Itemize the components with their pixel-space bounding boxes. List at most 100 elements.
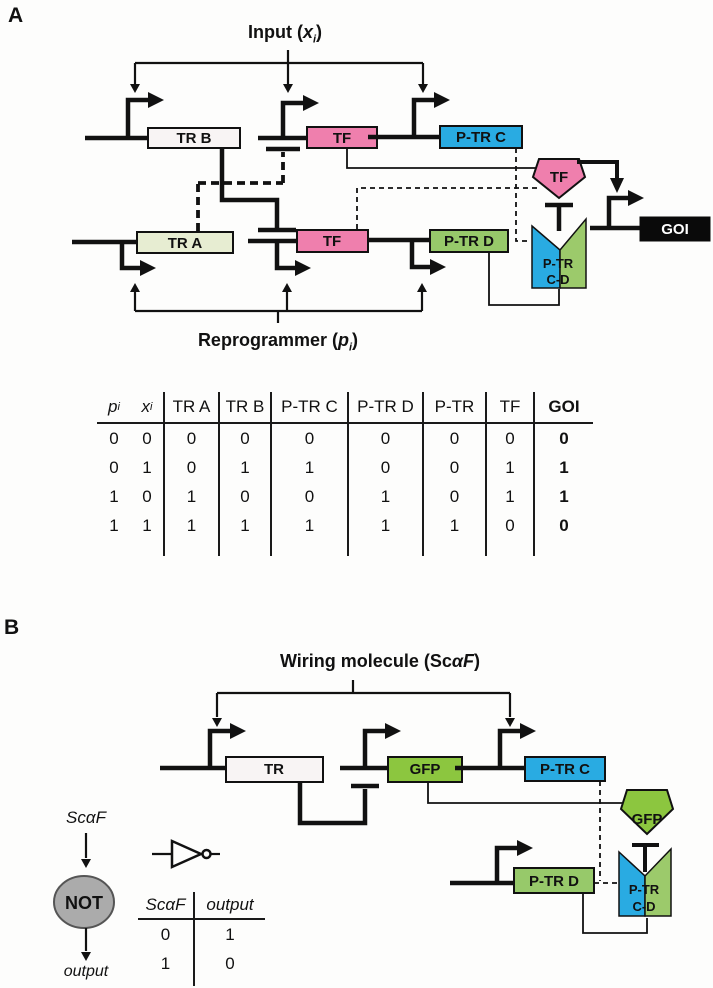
not-circle-icon: [53, 875, 115, 929]
not-gate-motif: NOT: [53, 833, 115, 961]
link-p-tr-c-to-complex-b: [594, 781, 617, 884]
promoter-icon: [280, 100, 303, 138]
reprogrammer-title: Reprogrammer (pi): [197, 330, 359, 354]
promoter-arrowhead-icon: [140, 260, 156, 276]
table-cell: 0: [347, 453, 422, 482]
repression-trb-to-tf-bottom: [219, 148, 296, 233]
promoter-icon: [409, 240, 430, 270]
table-cell: 1: [270, 453, 347, 482]
table-cell: 1: [485, 453, 533, 482]
complex-green-half-icon: [559, 216, 587, 289]
gfp-protein-pentagon: GFP: [619, 789, 675, 836]
th-goi: GOI: [533, 392, 593, 424]
table-cell: 0: [109, 428, 119, 448]
construct-p-tr-c: P-TR C: [368, 92, 523, 149]
promoter-arrowhead-icon: [520, 723, 536, 739]
table-cell: 0: [163, 424, 218, 453]
construct-tf-top: TF: [258, 95, 378, 149]
gene-label: TF: [333, 130, 351, 147]
table-cell: 1: [193, 920, 265, 949]
construct-gfp: GFP: [340, 723, 463, 783]
table-cell: 1: [533, 482, 593, 511]
link-p-tr-d-to-complex: [488, 252, 560, 306]
gene-box-goi: [639, 216, 711, 242]
table-cell: 0: [142, 486, 152, 506]
gene-box-tr-b: [147, 127, 241, 149]
table-line-stub: [422, 540, 485, 556]
not-label: NOT: [65, 893, 103, 913]
construct-p-tr-d-b: P-TR D: [450, 840, 595, 894]
table-cell: 0: [270, 424, 347, 453]
table-cell: 1: [163, 511, 218, 540]
construct-tf-bottom: TF: [248, 229, 369, 276]
construct-p-tr-c-b: P-TR C: [455, 723, 606, 782]
table-cell: 0: [109, 457, 119, 477]
pentagon-icon: [619, 789, 675, 836]
construct-tr-a: TR A: [72, 231, 234, 276]
p-tr-c-d-complex-b: P-TR C-D: [618, 847, 672, 917]
table-cell: 1: [485, 482, 533, 511]
arrowhead-icon: [212, 718, 222, 727]
arrowhead-icon: [417, 283, 427, 292]
arrowhead-icon: [505, 718, 515, 727]
gene-box-p-tr-d-b: [513, 867, 595, 894]
arrowhead-icon: [283, 84, 293, 93]
table-cell: 1: [142, 457, 152, 477]
table-cell: 0: [218, 482, 270, 511]
promoter-arrowhead-icon: [628, 190, 644, 206]
table-cell: 0: [142, 428, 152, 448]
table-cell: 1: [270, 511, 347, 540]
th-ptr: P-TR: [422, 392, 485, 424]
table-line-stub: [131, 540, 163, 556]
gene-label: P-TR D: [444, 233, 494, 250]
complex-label-bottom: C-D: [632, 899, 655, 914]
promoter-arrowhead-icon: [517, 840, 533, 856]
tf-protein-pentagon: TF: [531, 158, 587, 200]
table-line-stub: [97, 540, 131, 556]
table-line-stub: [270, 540, 347, 556]
output-label: output: [63, 963, 109, 980]
scaf-input-label: ScαF: [66, 808, 106, 827]
table-cell: 0: [270, 482, 347, 511]
complex-label-top: P-TR: [629, 882, 660, 897]
panel-b-label: B: [4, 616, 20, 639]
gene-box-p-tr-c: [439, 125, 523, 149]
promoter-icon: [119, 242, 140, 271]
input-distribution-arrows: [130, 50, 428, 93]
th-scaf: ScαF: [138, 892, 193, 920]
arrowhead-icon: [81, 952, 91, 961]
gene-label: TR B: [177, 130, 212, 147]
gene-box-tr: [225, 756, 324, 783]
promoter-arrowhead-icon: [303, 95, 319, 111]
table-cell: 0: [193, 949, 265, 978]
table-cell: 0: [485, 424, 533, 453]
table-cell: 0: [533, 511, 593, 540]
th-output: output: [193, 892, 265, 920]
table-cell: 0: [422, 482, 485, 511]
complex-green-half-icon: [644, 847, 672, 917]
table-cell: 0: [422, 453, 485, 482]
construct-tr: TR: [160, 723, 324, 783]
table-cell: 1: [218, 453, 270, 482]
table-cell: 0: [218, 424, 270, 453]
arrowhead-icon: [610, 178, 624, 193]
link-gfp-box-to-pentagon: [427, 782, 624, 804]
complex-label-top: P-TR: [543, 256, 574, 271]
promoter-arrowhead-icon: [430, 259, 446, 275]
wiring-distribution-arrows: [212, 680, 515, 727]
repression-complex-to-tf-tbar: [545, 202, 573, 231]
complex-label-bottom: C-D: [546, 272, 569, 287]
repression-complex-to-gfp-tbar: [632, 843, 659, 872]
promoter-icon: [606, 195, 628, 228]
table-cell: 1: [109, 486, 119, 506]
construct-p-tr-d: P-TR D: [368, 229, 509, 275]
promoter-icon: [207, 728, 230, 768]
protein-label: TF: [550, 169, 568, 186]
gene-label: TR A: [168, 235, 203, 252]
protein-label: GFP: [632, 811, 663, 828]
promoter-icon: [494, 845, 517, 883]
table-cell: 0: [163, 453, 218, 482]
